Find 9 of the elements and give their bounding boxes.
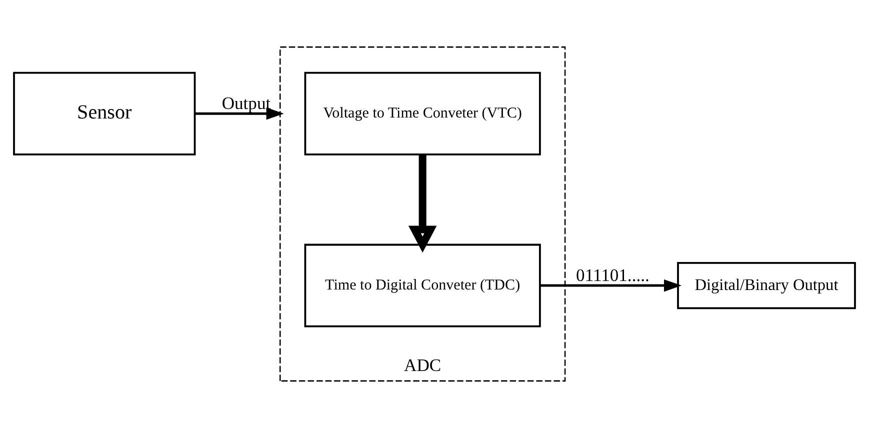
node-box: Time to Digital Conveter (TDC) [304,244,541,328]
node-box: Digital/Binary Output [677,262,856,310]
arrow [408,154,437,253]
node-box: Voltage to Time Conveter (VTC) [304,72,541,156]
arrow [540,279,682,292]
edge-label: 011101..... [576,264,650,285]
node-box: Sensor [13,72,196,156]
edge-label: Output [222,92,271,113]
arrow [194,107,284,120]
